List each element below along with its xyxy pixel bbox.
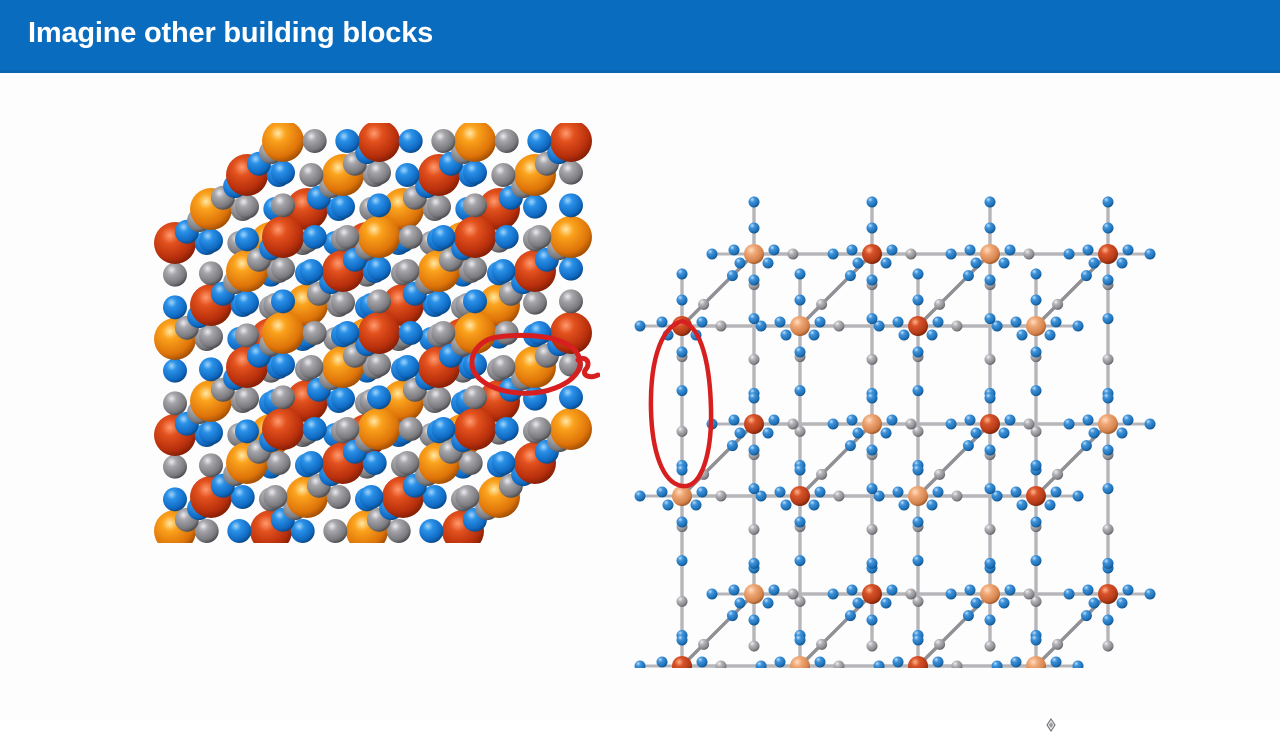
left-crystal-structure [154,123,600,543]
banner-underline [0,70,1280,73]
lattice-atoms [154,123,592,543]
right-crystal-structure [634,196,1156,668]
page-title: Imagine other building blocks [28,17,434,49]
title-banner: Imagine other building blocks [0,0,1280,73]
annotation-ellipse-left [469,332,600,396]
figure-area [0,73,1280,732]
annotation-ellipse-right [648,318,714,489]
mouse-pointer-icon [1046,718,1056,732]
